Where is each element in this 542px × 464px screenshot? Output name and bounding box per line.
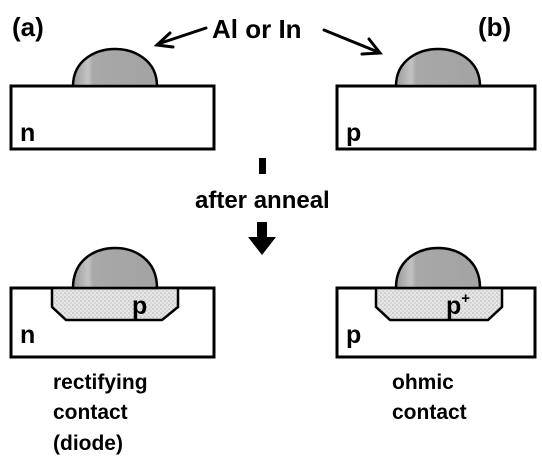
arrow-to-left-contact [153,26,208,49]
p-plus-doped-region [374,286,504,322]
caption-left-line-1: rectifying [53,371,148,394]
caption-right-line-2: contact [392,401,467,424]
substrate-label-a: n [20,119,35,147]
metal-dot-b [394,47,482,88]
caption-left-line-3: (diode) [53,432,123,455]
panel-b-label: (b) [478,12,511,42]
substrate-label-right-after: p [346,321,361,349]
metal-dot-a-annealed [71,246,159,290]
process-step-label: after anneal [195,187,330,214]
doped-region-label-left: p [132,292,147,320]
doped-region-superscript: + [461,290,470,307]
substrate-label-b: p [346,119,361,147]
substrate-n-before [9,84,216,151]
metal-dot-b-annealed [394,246,482,290]
process-arrow-shaft [259,158,266,174]
arrow-to-right-contact [322,28,383,56]
process-arrow-head [248,222,276,255]
metal-dot-a [71,47,159,88]
caption-left-line-2: contact [53,401,128,424]
doped-region-label-right: p+ [446,290,470,320]
panel-a-label: (a) [12,12,44,42]
substrate-label-left-after: n [20,321,35,349]
doped-region-letter: p [446,292,461,320]
substrate-p-before [335,84,537,151]
caption-right-line-1: ohmic [392,371,454,394]
p-doped-region [50,286,180,322]
metal-label: Al or In [212,14,302,44]
